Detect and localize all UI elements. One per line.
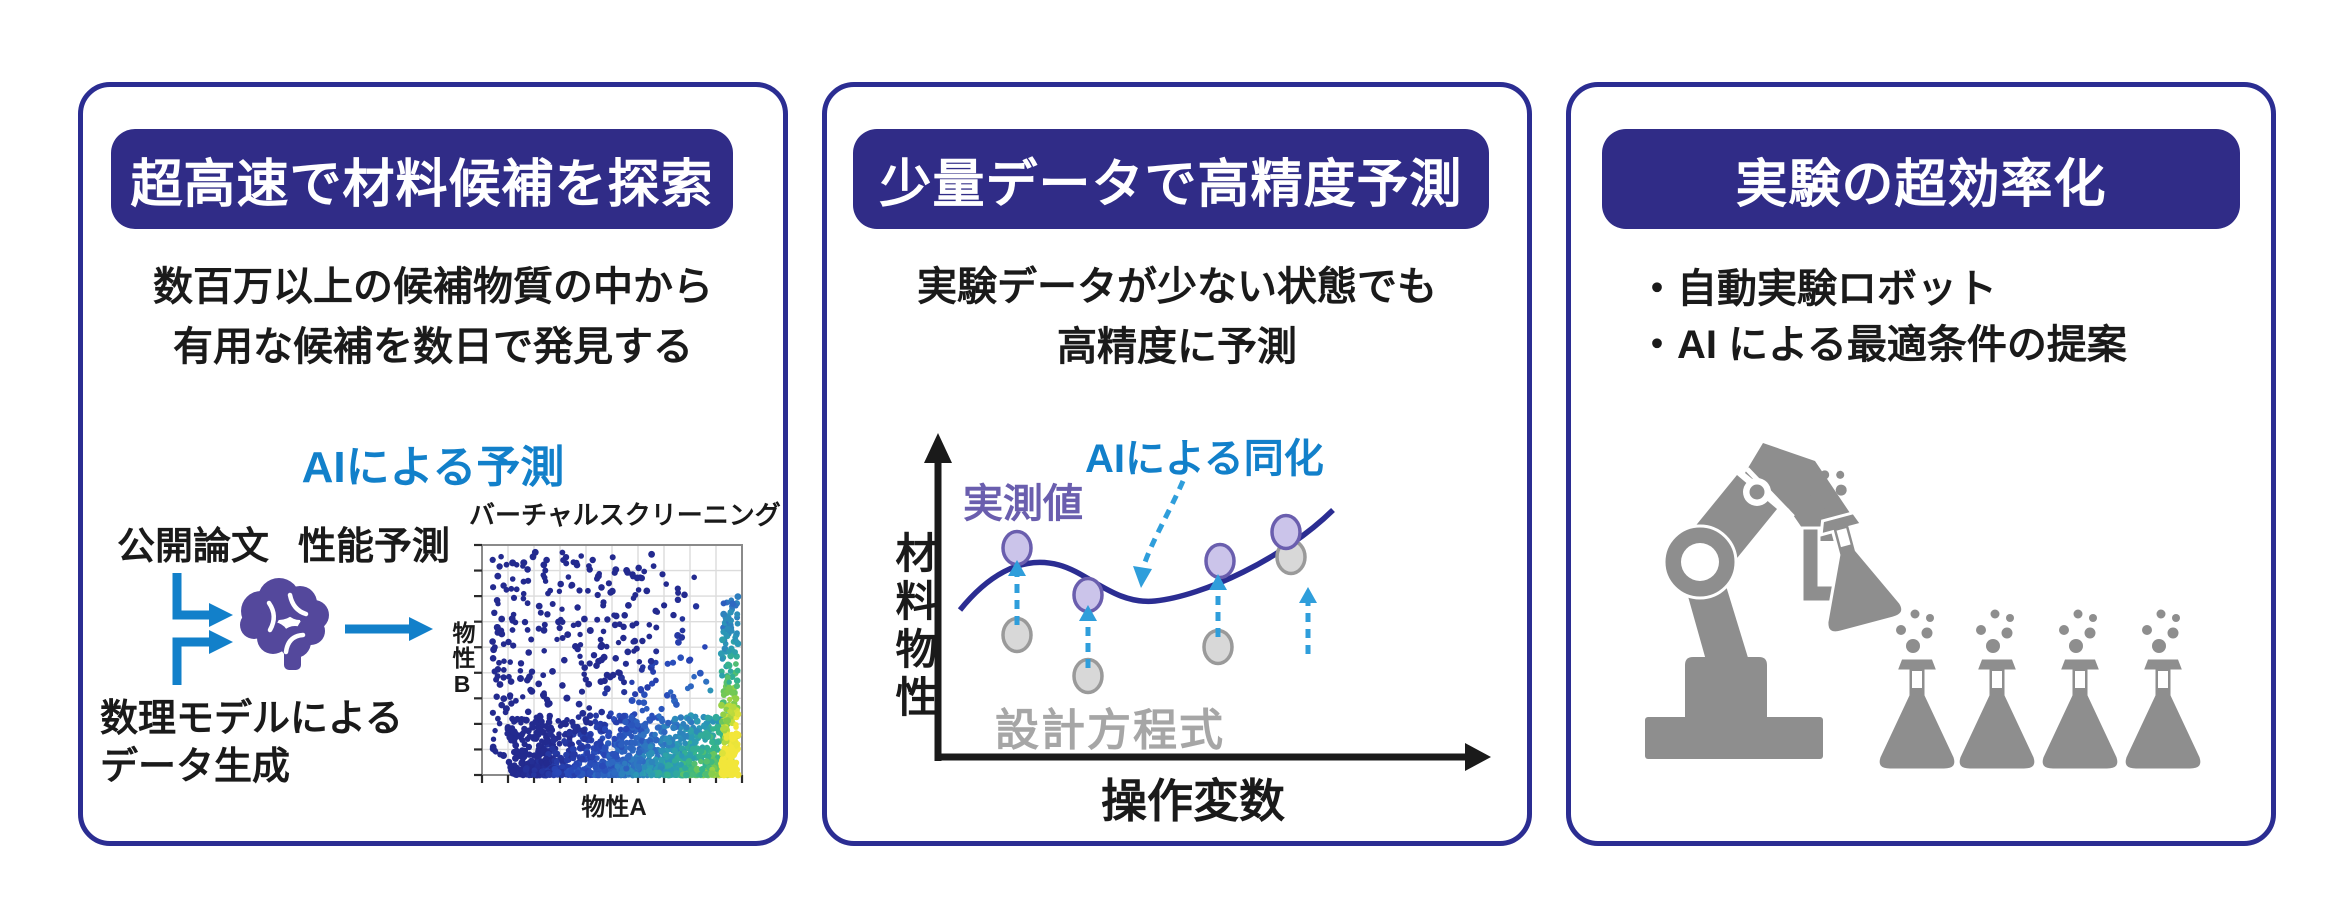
ai-prediction-label: AIによる予測: [301, 443, 565, 492]
brain-icon: [240, 578, 329, 670]
scatter-title: バーチャルスクリーニング: [469, 500, 781, 530]
measured-values-label: 実測値: [963, 482, 1083, 526]
panel-experiment-efficiency: 実験の超効率化 ・自動実験ロボット ・AI による最適条件の提案: [1566, 82, 2276, 846]
scatter-xlabel: 物性A: [581, 794, 647, 821]
data-generation-label: データ生成: [100, 745, 290, 788]
feature-bullets: ・自動実験ロボット ・AI による最適条件の提案: [1637, 261, 2127, 373]
y-axis-arrow-icon: [924, 433, 952, 463]
panel-high-accuracy-prediction: 少量データで高精度予測 実験データが少ない状態でも 高精度に予測 AIによる同化…: [822, 82, 1532, 846]
bullet-item: ・自動実験ロボット: [1637, 267, 1997, 311]
input-arrows-icon: [172, 573, 209, 685]
scatter-ylabel: 物性B: [449, 621, 475, 699]
robot-arm-icon: [1645, 443, 1879, 759]
description-line: 有用な候補を数日で発見する: [173, 325, 693, 369]
assimilation-label: AIによる同化: [1085, 437, 1324, 481]
panel-material-search: 超高速で材料候補を探索 数百万以上の候補物質の中から 有用な候補を数日で発見する…: [78, 82, 788, 846]
performance-prediction-label: 性能予測: [298, 526, 450, 568]
arrow-head-icon: [409, 617, 433, 641]
input-papers-label: 公開論文: [117, 526, 269, 568]
panel-title-badge: 超高速で材料候補を探索: [111, 129, 733, 229]
ai-flow-diagram: 公開論文 性能予測 数理モデルによる データ生成: [100, 526, 450, 788]
description-line: 数百万以上の候補物質の中から: [153, 265, 713, 309]
arrow-head-icon: [209, 630, 233, 654]
panel-description: 数百万以上の候補物質の中から 有用な候補を数日で発見する: [83, 257, 783, 377]
description-line: 高精度に予測: [1057, 325, 1297, 369]
x-axis-arrow-icon: [1465, 743, 1491, 771]
math-model-label: 数理モデルによる: [100, 697, 403, 740]
description-line: 実験データが少ない状態でも: [917, 265, 1437, 309]
robot-experiment-illustration: [1645, 443, 2204, 772]
data-points: [1001, 513, 1317, 695]
graph-ylabel: 材料物性: [890, 531, 937, 723]
panel-description: 実験データが少ない状態でも 高精度に予測: [827, 257, 1527, 377]
graph-xlabel: 操作変数: [1101, 775, 1285, 827]
design-equation-label: 設計方程式: [995, 706, 1225, 755]
virtual-screening-scatter: [474, 543, 744, 783]
arrow-head-icon: [209, 603, 233, 627]
bullet-item: ・AI による最適条件の提案: [1637, 323, 2127, 367]
brain-fissures-icon: [266, 592, 309, 655]
assimilation-arrow: [1141, 479, 1186, 566]
panel-title-badge: 少量データで高精度予測: [853, 129, 1489, 229]
flask-row-icon: [1810, 470, 2204, 772]
prediction-curve: [957, 508, 1335, 612]
arrow-head-icon: [1133, 566, 1152, 588]
assimilation-graph: AIによる同化 実測値 設計方程式 操作変数: [924, 433, 1491, 827]
panel-title-badge: 実験の超効率化: [1602, 129, 2240, 229]
